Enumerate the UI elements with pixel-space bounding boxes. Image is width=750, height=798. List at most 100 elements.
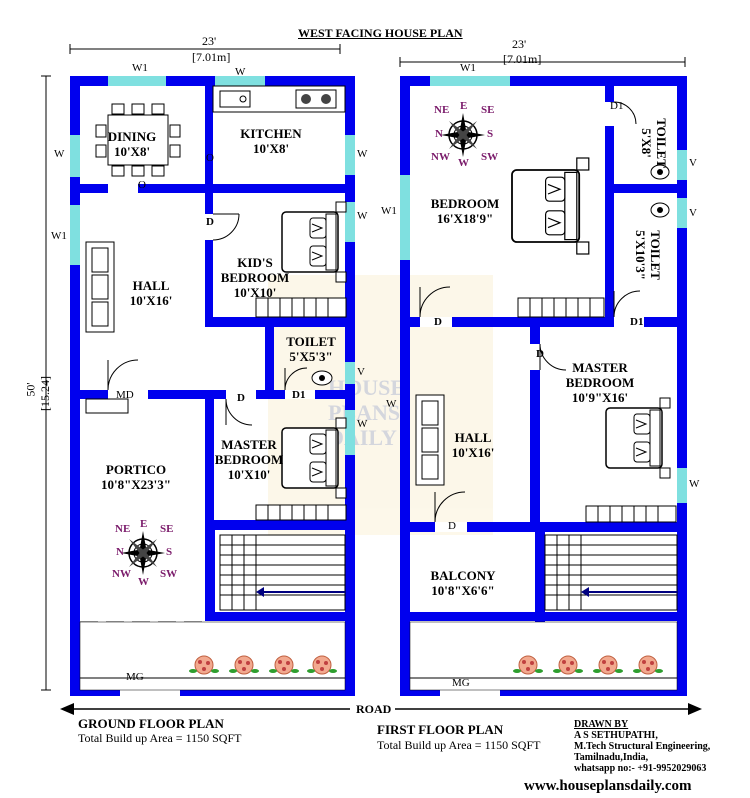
gf-kids-bedroom-label: KID'S BEDROOM 10'X10' xyxy=(218,255,292,300)
ff-bedroom-name: BEDROOM xyxy=(430,196,500,211)
depth-dim: 50' xyxy=(23,382,38,397)
gf-hall-label: HALL 10'X16' xyxy=(118,278,184,308)
ff-hall-size: 10'X16' xyxy=(451,445,495,460)
credits-location: Tamilnadu,India, xyxy=(574,752,649,763)
website-link[interactable]: www.houseplansdaily.com xyxy=(524,778,692,794)
gf-portico-name: PORTICO xyxy=(105,462,167,477)
credits-drawn-by: DRAWN BY xyxy=(574,719,629,730)
gf-kitchen-name: KITCHEN xyxy=(240,126,302,141)
credits-name: A S SETHUPATHI, xyxy=(574,730,658,741)
gf-kids-name2: BEDROOM xyxy=(220,270,290,285)
first-floor-area: Total Build up Area = 1150 SQFT xyxy=(377,738,541,752)
ff-door-d1-top: D1 xyxy=(610,100,624,112)
gf-kids-name: KID'S xyxy=(237,255,273,270)
ff-width-dim: 23' xyxy=(512,37,527,51)
gf-dining-label: DINING 10'X8' xyxy=(105,129,159,159)
ff-compass-n: N xyxy=(435,128,443,140)
ff-balcony-size: 10'8"X6'6" xyxy=(431,583,495,598)
ff-door-d-balcony: D xyxy=(448,520,456,532)
gf-compass-w: W xyxy=(138,576,149,588)
gf-door-d-master: D xyxy=(237,392,245,404)
ff-toilet1-size: 5'X8' xyxy=(639,128,654,158)
ff-compass-w: W xyxy=(458,157,469,169)
gf-dining-size: 10'X8' xyxy=(113,144,151,159)
gf-window-w1-left: W1 xyxy=(51,230,67,242)
gf-compass-ne: NE xyxy=(115,523,131,535)
first-floor-plan-title: FIRST FLOOR PLAN xyxy=(377,722,504,737)
ff-bedroom-label: BEDROOM 16'X18'9" xyxy=(428,196,502,226)
credits-whatsapp: whatsapp no:- +91-9952029063 xyxy=(574,763,707,774)
ff-vent-v1: V xyxy=(689,157,697,169)
ff-balcony-label: BALCONY 10'8"X6'6" xyxy=(418,568,508,598)
gf-window-w-kitchen: W xyxy=(357,148,368,160)
gf-kitchen-label: KITCHEN 10'X8' xyxy=(238,126,304,156)
gf-master-name: MASTER xyxy=(221,437,277,452)
ff-compass-ne: NE xyxy=(434,104,450,116)
gf-window-w-master: W xyxy=(357,418,368,430)
gf-window-w1-top: W1 xyxy=(132,62,148,74)
gf-door-d1-toilet: D1 xyxy=(292,389,306,401)
ff-window-w1-left: W1 xyxy=(381,205,397,217)
gf-compass-sw: SW xyxy=(160,568,178,580)
ff-hall-name: HALL xyxy=(454,430,492,445)
ff-compass-s: S xyxy=(487,128,494,140)
ff-toilet2-size: 5'X10'3" xyxy=(633,230,648,280)
ff-width-dim-m: [7.01m] xyxy=(503,52,542,66)
gf-toilet-size: 5'X5'3" xyxy=(289,349,333,364)
gf-window-w-top: W xyxy=(235,66,246,78)
gf-toilet-name: TOILET xyxy=(286,334,336,349)
watermark-text-3: DAILY xyxy=(328,425,397,450)
gf-master-bedroom-label: MASTER BEDROOM 10'X10' xyxy=(212,437,286,482)
ff-toilet1-label: TOILET 5'X8' xyxy=(639,113,669,173)
gf-portico-label: PORTICO 10'8"X23'3" xyxy=(86,462,186,492)
gf-compass-nw: NW xyxy=(112,568,131,580)
plan-title: WEST FACING HOUSE PLAN xyxy=(298,26,463,40)
ff-compass-se: SE xyxy=(481,104,495,116)
gf-opening-o1: O xyxy=(206,152,214,164)
ff-compass-sw: SW xyxy=(481,151,499,163)
ff-master-bedroom-label: MASTER BEDROOM 10'9"X16' xyxy=(560,360,640,405)
road-label: ROAD xyxy=(356,702,392,716)
gf-door-md: MD xyxy=(116,389,134,401)
ff-toilet1-name: TOILET xyxy=(654,118,669,168)
gf-master-size: 10'X10' xyxy=(227,467,271,482)
gf-width-dim-m: [7.01m] xyxy=(192,50,231,64)
ground-floor-plan-title: GROUND FLOOR PLAN xyxy=(78,716,224,731)
gf-window-w-kids: W xyxy=(357,210,368,222)
gf-master-name2: BEDROOM xyxy=(214,452,284,467)
gf-dining-name: DINING xyxy=(107,129,157,144)
gf-width-dim: 23' xyxy=(202,34,217,48)
ff-master-name2: BEDROOM xyxy=(565,375,635,390)
ff-vent-v2: V xyxy=(689,207,697,219)
gf-main-gate: MG xyxy=(126,671,144,683)
ff-door-d-master: D xyxy=(536,348,544,360)
ff-master-name: MASTER xyxy=(572,360,628,375)
ff-hall-label: HALL 10'X16' xyxy=(440,430,506,460)
gf-door-d-kids: D xyxy=(206,216,214,228)
ff-compass-nw: NW xyxy=(431,151,450,163)
gf-kitchen-size: 10'X8' xyxy=(252,141,290,156)
ff-window-w-hall: W xyxy=(386,398,397,410)
gf-vent-v: V xyxy=(357,366,365,378)
gf-kids-size: 10'X10' xyxy=(233,285,277,300)
gf-hall-name: HALL xyxy=(132,278,170,293)
gf-compass-n: N xyxy=(116,546,124,558)
ground-floor-area: Total Build up Area = 1150 SQFT xyxy=(78,731,242,745)
gf-toilet-label: TOILET 5'X5'3" xyxy=(281,334,341,364)
depth-dim-m: [15.24] xyxy=(38,376,52,411)
ff-toilet2-label: TOILET 5'X10'3" xyxy=(633,219,663,291)
gf-compass-se: SE xyxy=(160,523,174,535)
gf-portico-size: 10'8"X23'3" xyxy=(100,477,172,492)
gf-compass-e: E xyxy=(140,518,148,530)
ff-door-d1-toilet: D1 xyxy=(630,316,644,328)
credits-degree: M.Tech Structural Engineering, xyxy=(574,741,711,752)
ff-window-w1-top: W1 xyxy=(460,62,476,74)
gf-hall-size: 10'X16' xyxy=(129,293,173,308)
gf-window-w-left: W xyxy=(54,148,65,160)
ff-master-size: 10'9"X16' xyxy=(571,390,629,405)
ff-main-gate: MG xyxy=(452,677,470,689)
gf-compass-s: S xyxy=(166,546,173,558)
ff-compass-e: E xyxy=(460,100,468,112)
ff-door-d-bed: D xyxy=(434,316,442,328)
